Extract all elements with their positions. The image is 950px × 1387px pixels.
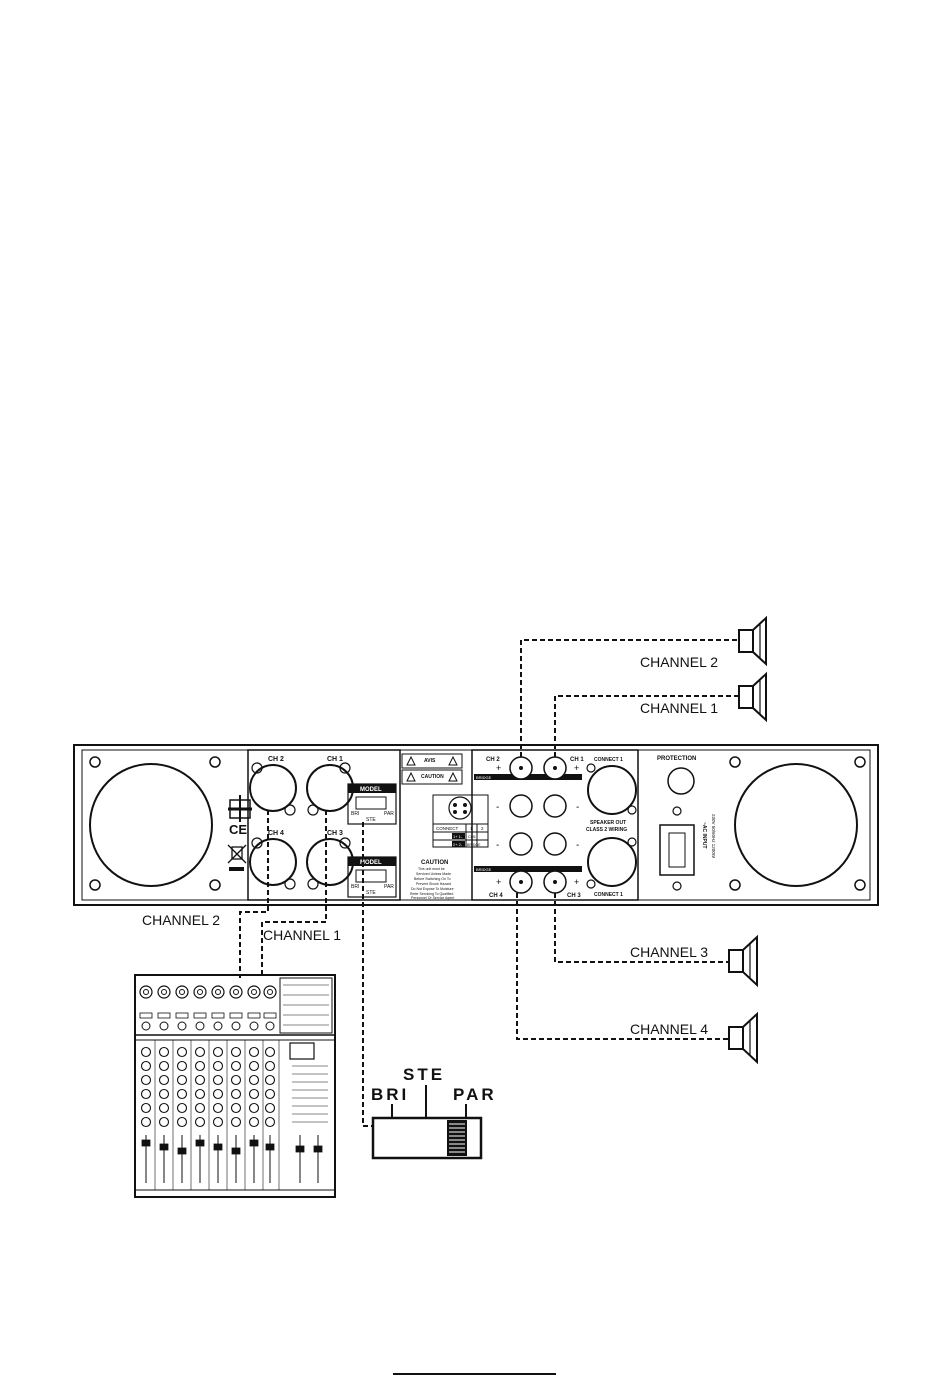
- svg-text:Serviced Unless Made: Serviced Unless Made: [416, 872, 451, 876]
- left-fan-grill: [89, 763, 213, 887]
- svg-text:CAUTION: CAUTION: [421, 860, 448, 866]
- protection-indicator: [667, 767, 695, 795]
- svg-text:Do Not Expose To Moisture: Do Not Expose To Moisture: [411, 887, 454, 891]
- speaker-channel-1: [738, 671, 767, 723]
- ce-mark: CE: [229, 822, 247, 837]
- out-label-ch2: CH 2: [486, 757, 500, 763]
- svg-text:-: -: [496, 840, 499, 851]
- svg-text:MODEL: MODEL: [360, 860, 382, 866]
- out-label-ch3: CH 3: [567, 893, 581, 899]
- speaker-label-ch1: CHANNEL 1: [640, 700, 718, 716]
- svg-text:CONNECT 1: CONNECT 1: [594, 892, 623, 898]
- switch-label-par: PAR: [453, 1085, 497, 1104]
- amplifier-rear-panel: CE CH 2 CH 1 CH 4 CH 3 MODEL BRI: [73, 744, 879, 906]
- ac-input-socket: [659, 824, 695, 876]
- input-section: [247, 749, 401, 901]
- mixing-console: [134, 974, 336, 1198]
- svg-text:+: +: [496, 763, 501, 773]
- speaker-channel-2: [738, 615, 767, 667]
- warning-labels: AVIS CAUTION: [401, 753, 463, 785]
- svg-text:CLASS 2 WIRING: CLASS 2 WIRING: [586, 827, 627, 833]
- speaker-channel-3: [728, 934, 758, 988]
- out-label-ch1: CH 1: [570, 757, 584, 763]
- ac-input-label: ~AC INPUT: [701, 822, 707, 849]
- switch-label-ste: STE: [403, 1065, 445, 1084]
- input-wiring: [239, 810, 374, 1127]
- speaker-label-ch4: CHANNEL 4: [630, 1021, 708, 1037]
- xlr-label-ch1: CH 1: [327, 756, 343, 763]
- protection-label: PROTECTION: [657, 756, 696, 762]
- svg-text:BRIDGE: BRIDGE: [467, 843, 481, 847]
- svg-text:PAR: PAR: [384, 811, 394, 817]
- svg-text:PAR: PAR: [384, 884, 394, 890]
- svg-text:Prevent Shock Hazard: Prevent Shock Hazard: [416, 882, 451, 886]
- svg-text:BRI: BRI: [351, 811, 359, 817]
- speaker-channel-4: [728, 1011, 758, 1065]
- panel-screws: [89, 756, 866, 891]
- svg-text:STE: STE: [366, 890, 376, 896]
- svg-text:Personnel Or Service Agent: Personnel Or Service Agent: [411, 896, 454, 900]
- mode-switch-top: MODEL BRI PAR STE: [347, 783, 397, 825]
- svg-text:2: 2: [481, 826, 484, 831]
- svg-text:CONNECT 1: CONNECT 1: [594, 757, 623, 763]
- svg-text:+: +: [574, 877, 579, 887]
- svg-text:CONNECT: CONNECT: [436, 826, 459, 831]
- out-label-ch4: CH 4: [489, 893, 503, 899]
- xlr-label-ch2: CH 2: [268, 756, 284, 763]
- svg-text:BRIDGE: BRIDGE: [476, 867, 492, 872]
- switch-slider: [447, 1120, 467, 1156]
- svg-text:+: +: [574, 763, 579, 773]
- svg-text:MODEL: MODEL: [360, 787, 382, 793]
- speaker-label-ch2: CHANNEL 2: [640, 654, 718, 670]
- svg-text:BRIDGE: BRIDGE: [476, 775, 492, 780]
- speaker-wiring: [516, 639, 738, 1040]
- speaker-label-ch3: CHANNEL 3: [630, 944, 708, 960]
- svg-text:+: +: [496, 877, 501, 887]
- svg-text:Refer Servicing To Qualified: Refer Servicing To Qualified: [410, 892, 453, 896]
- right-fan-grill: [734, 763, 858, 887]
- svg-text:SPEAKER OUT: SPEAKER OUT: [590, 820, 626, 826]
- svg-text:AVIS: AVIS: [424, 758, 436, 764]
- mode-switch-detail: BRI STE PAR: [371, 1065, 497, 1160]
- svg-text:CAUTION: CAUTION: [421, 774, 444, 780]
- svg-text:2+ 2-: 2+ 2-: [453, 842, 463, 847]
- caution-block: CAUTION This unit must be Serviced Unles…: [410, 860, 454, 900]
- svg-text:Before Switching On To: Before Switching On To: [414, 877, 451, 881]
- output-section: [471, 749, 639, 901]
- svg-text:STE: STE: [366, 817, 376, 823]
- svg-text:-: -: [576, 802, 579, 813]
- weee-bin-icon: [227, 844, 247, 864]
- input-label-ch1: CHANNEL 1: [263, 927, 341, 943]
- speakon-connectors: [587, 765, 637, 887]
- mode-switch-bottom: MODEL BRI PAR STE: [347, 856, 397, 898]
- svg-text:-: -: [576, 840, 579, 851]
- svg-text:-: -: [496, 802, 499, 813]
- svg-text:BRI: BRI: [351, 884, 359, 890]
- xlr-label-ch3: CH 3: [327, 830, 343, 837]
- switch-label-bri: BRI: [371, 1085, 409, 1104]
- svg-text:This unit must be: This unit must be: [418, 867, 445, 871]
- xlr-label-ch4: CH 4: [268, 830, 284, 837]
- svg-text:1+ 1-: 1+ 1-: [453, 834, 463, 839]
- input-label-ch2: CHANNEL 2: [142, 912, 220, 928]
- ac-spec-label: 230V 50/60Hz 1200W: [711, 814, 716, 859]
